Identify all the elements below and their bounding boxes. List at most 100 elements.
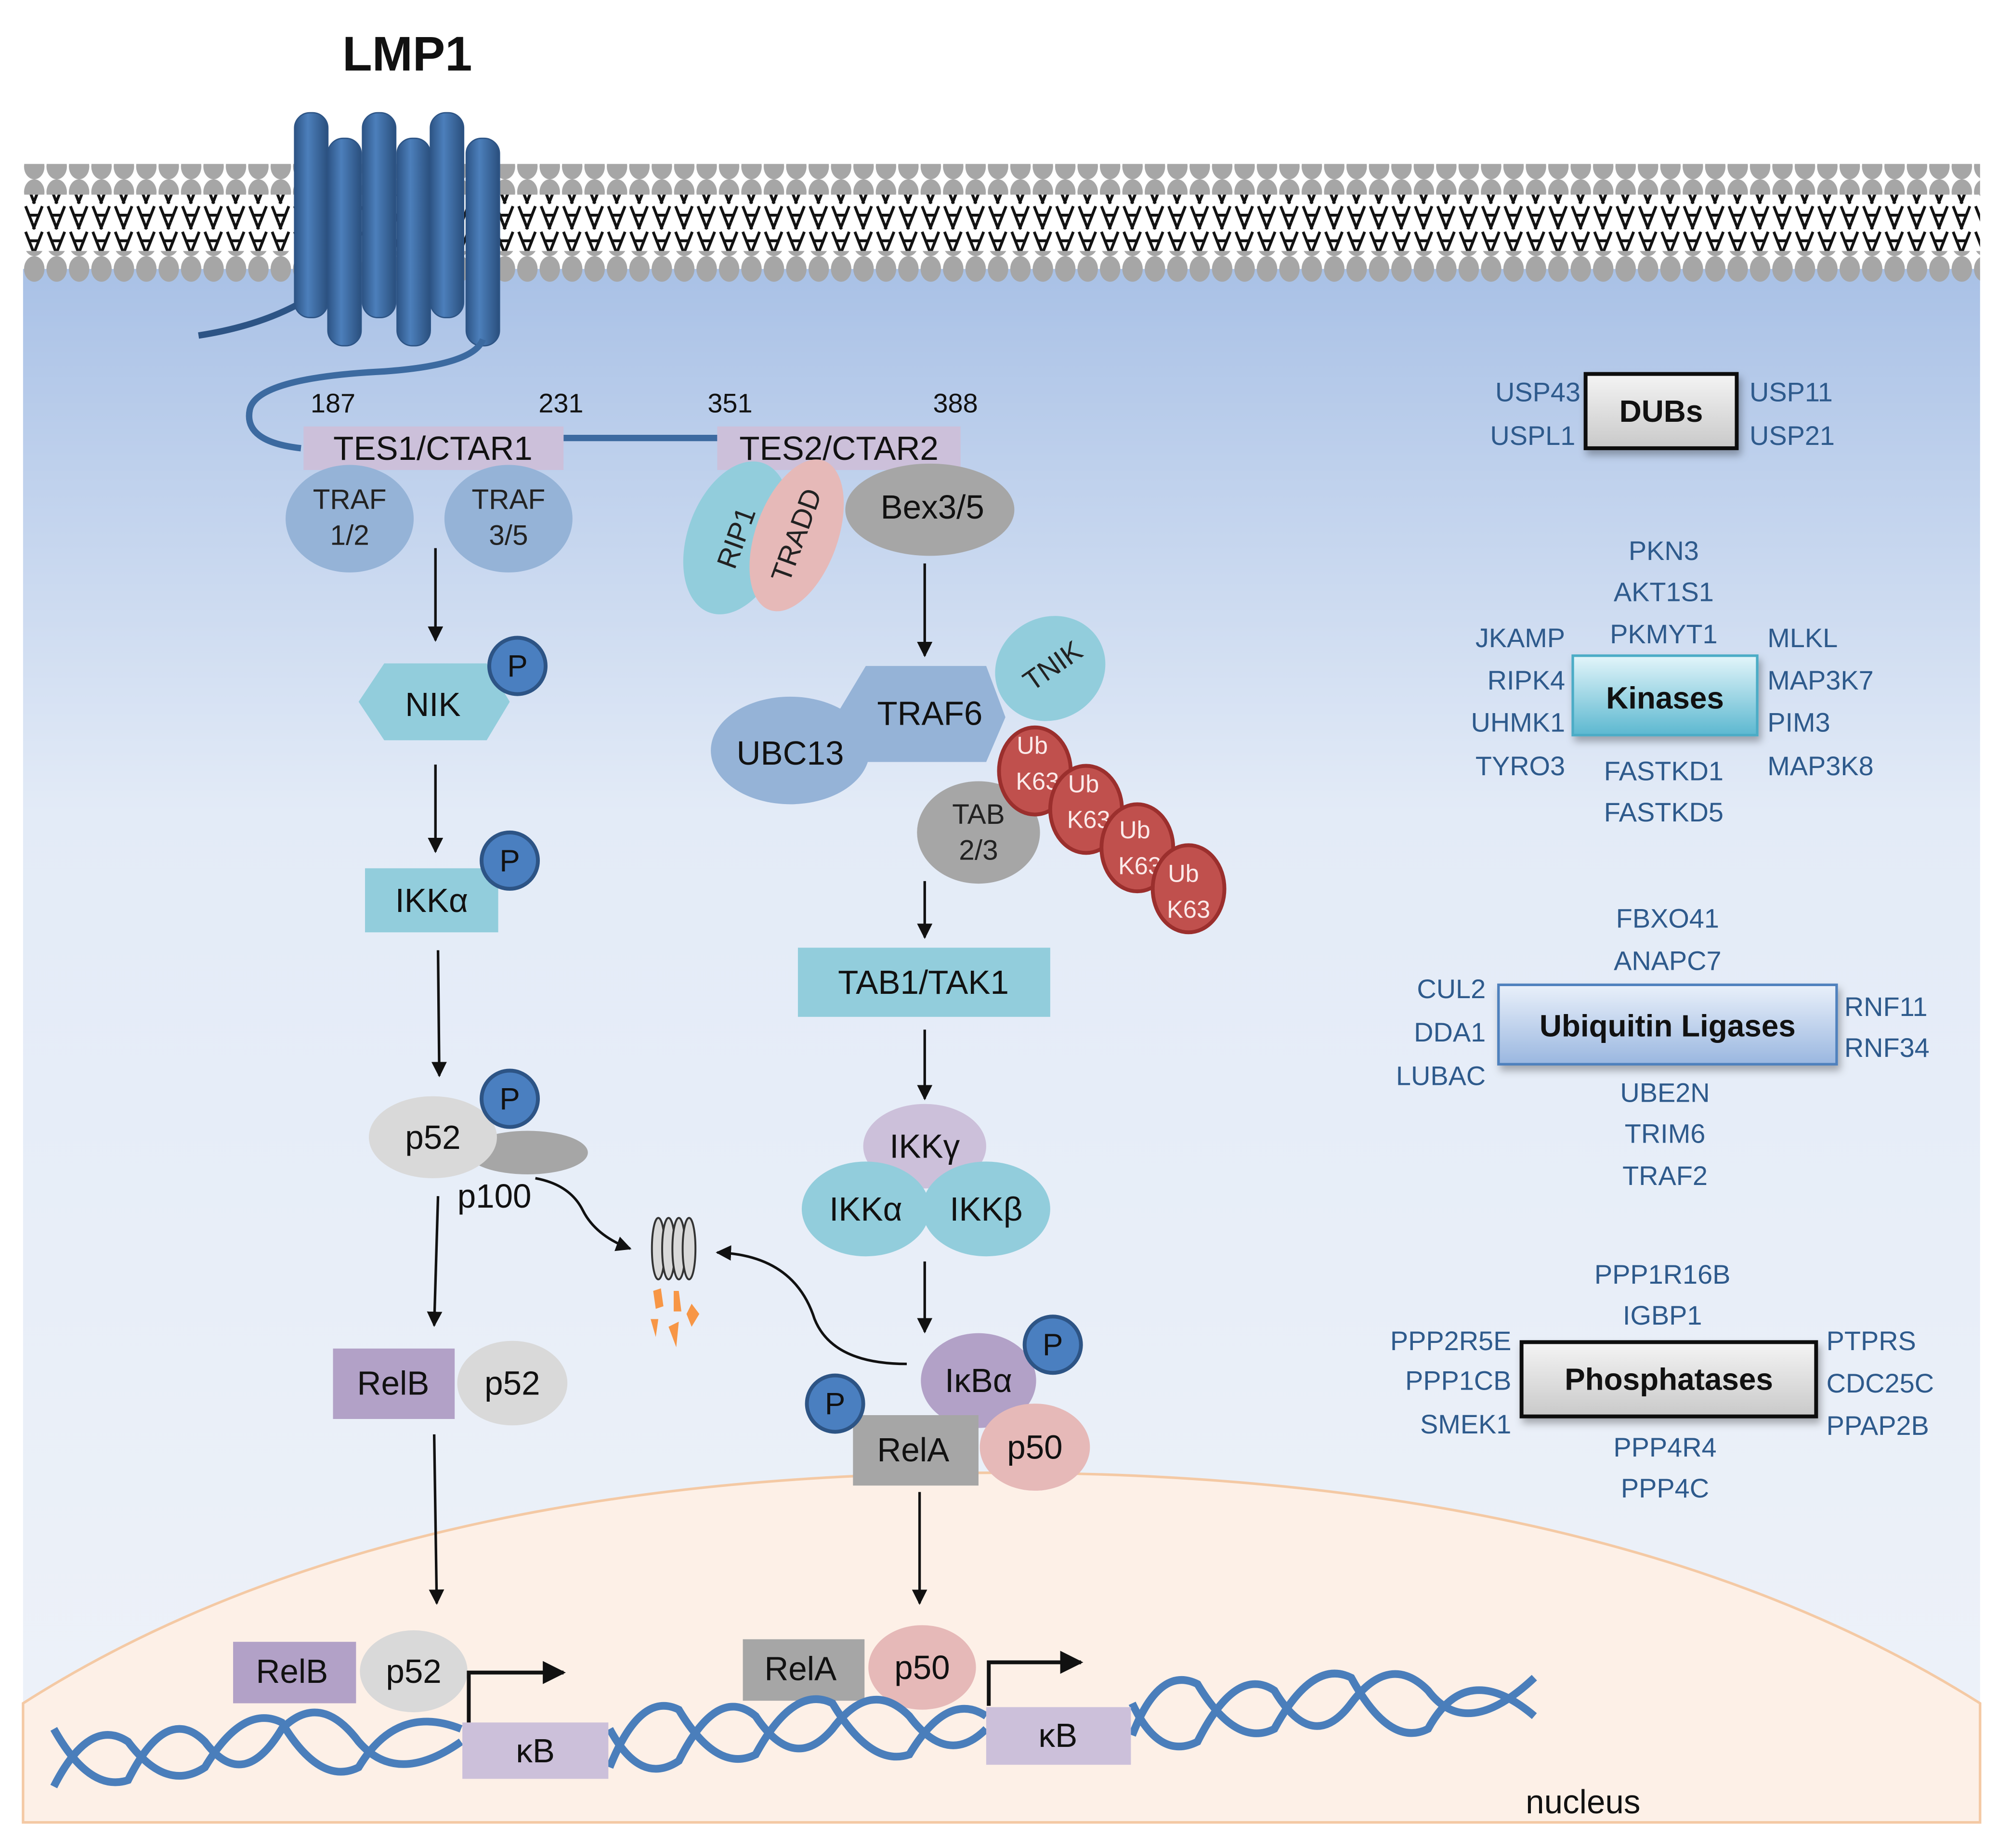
ikka-left-node	[365, 868, 498, 933]
traf6-label: TRAF6	[877, 694, 982, 732]
p52-label: p52	[484, 1365, 540, 1402]
ligases-gene: LUBAC	[1396, 1061, 1486, 1091]
arrow-relb-to-nucleus	[429, 1434, 444, 1605]
tes1-ctar1-label: TES1/CTAR1	[333, 429, 533, 467]
rela-node	[853, 1415, 979, 1486]
phospho-label: P	[825, 1386, 846, 1421]
arrow-ikka-to-p100	[431, 950, 447, 1078]
kinases-label: Kinases	[1606, 681, 1724, 716]
dubs-label: DUBs	[1619, 394, 1703, 429]
p50-node	[979, 1404, 1090, 1491]
traf6-node	[839, 666, 1006, 762]
relb-nuclear-node	[233, 1641, 356, 1704]
ligases-gene: ANAPC7	[1614, 945, 1721, 976]
phosphatases-gene: CDC25C	[1827, 1368, 1934, 1398]
ikba-label: IκBα	[945, 1362, 1012, 1399]
p50-nuclear-label: p50	[894, 1649, 950, 1686]
p52-nuclear-node	[360, 1630, 468, 1713]
ligases-gene: TRAF2	[1622, 1160, 1708, 1191]
kinases-gene: PKN3	[1629, 535, 1699, 566]
k63-ubiquitin-chain: Ub K63 Ub K63 Ub K63 Ub K63	[997, 725, 1227, 935]
phosphatases-gene: PPP2R5E	[1390, 1326, 1511, 1356]
tes1-ctar1-box	[303, 426, 564, 470]
tes2-end-residue: 388	[933, 388, 978, 418]
phospho-label: P	[499, 1081, 520, 1116]
ligases-gene: TRIM6	[1625, 1118, 1706, 1148]
tradd-node	[749, 459, 844, 612]
phosphatases-gene: PPP1CB	[1405, 1366, 1511, 1396]
phosphatases-gene: SMEK1	[1420, 1409, 1511, 1439]
dubs-gene: USP43	[1495, 377, 1580, 407]
ikka-left-label: IKKα	[395, 882, 468, 919]
traf12-node	[286, 465, 414, 573]
helix	[396, 137, 431, 347]
ub-label: Ub	[1168, 859, 1199, 887]
traf12-label-line2: 1/2	[330, 520, 369, 551]
dubs-gene: USP21	[1750, 420, 1835, 451]
tes1-end-residue: 231	[538, 388, 583, 418]
kinases-box	[1571, 654, 1759, 737]
tes1-start-residue: 187	[311, 388, 355, 418]
phosphatases-gene: PPP1R16B	[1594, 1259, 1730, 1289]
traf35-label-line1: TRAF	[472, 484, 546, 515]
nik-label: NIK	[405, 686, 460, 723]
phospho-badge: P	[480, 1068, 540, 1129]
lmp1-n-tail	[198, 302, 299, 339]
rela-nuclear-label: RelA	[764, 1650, 836, 1688]
kinases-gene: UHMK1	[1471, 707, 1565, 738]
helix	[294, 112, 329, 318]
tab23-label-line2: 2/3	[959, 835, 998, 866]
ligases-label: Ubiquitin Ligases	[1540, 1008, 1796, 1043]
kb-site-right-label: κB	[1038, 1717, 1077, 1754]
phosphatases-gene: PPP4R4	[1613, 1432, 1716, 1462]
phospho-label: P	[1043, 1327, 1063, 1362]
ikkb-label: IKKβ	[950, 1190, 1022, 1228]
tnik-node	[995, 616, 1106, 721]
category-kinases: PKN3 AKT1S1 PKMYT1 Kinases JKAMP RIPK4 U…	[1471, 535, 1874, 827]
relb-node	[333, 1348, 455, 1419]
lmp1-c-tail	[246, 338, 718, 452]
transcription-arrow-left	[467, 1661, 566, 1723]
ligases-gene: FBXO41	[1616, 903, 1719, 934]
ubc13-node	[711, 696, 870, 805]
proteasome-icon	[651, 1217, 697, 1281]
category-dubs: DUBs USP43 USPL1 USP11 USP21	[1490, 372, 1835, 451]
helix	[465, 137, 500, 347]
tab23-label-line1: TAB	[952, 799, 1005, 830]
helix	[362, 112, 397, 318]
phospho-label: P	[499, 843, 520, 878]
kb-site-right	[986, 1707, 1131, 1765]
p100-label: p100	[457, 1177, 532, 1215]
tes2-start-residue: 351	[707, 388, 752, 418]
p50-label: p50	[1007, 1429, 1062, 1466]
ikka-right-node	[801, 1161, 930, 1257]
ikkb-node	[922, 1161, 1050, 1257]
ub-label: Ub	[1017, 731, 1048, 759]
rela-nuclear-node	[743, 1639, 865, 1701]
p52-node	[457, 1340, 568, 1426]
tab1-tak1-label: TAB1/TAK1	[838, 963, 1009, 1001]
kinases-gene: PIM3	[1767, 707, 1830, 738]
traf12-label-line1: TRAF	[313, 484, 387, 515]
lmp1-transmembrane-protein	[198, 112, 718, 452]
phosphatases-gene: PTPRS	[1827, 1326, 1916, 1356]
phosphatases-label: Phosphatases	[1565, 1362, 1773, 1397]
phospho-badge: P	[480, 830, 540, 891]
phospho-label: P	[507, 649, 528, 683]
ubiquitin-bead: Ub K63	[1150, 843, 1227, 935]
kinases-gene: PKMYT1	[1610, 619, 1717, 649]
nik-node	[358, 663, 510, 741]
ub-label: Ub	[1119, 816, 1150, 844]
bex35-label: Bex3/5	[881, 488, 984, 526]
ligases-gene: DDA1	[1414, 1017, 1486, 1047]
category-ubiquitin-ligases: FBXO41 ANAPC7 Ubiquitin Ligases CUL2 DDA…	[1396, 903, 1930, 1191]
dubs-box	[1583, 372, 1739, 450]
kinases-gene: AKT1S1	[1614, 576, 1714, 607]
relb-nuclear-label: RelB	[256, 1653, 328, 1690]
dna-double-helix	[50, 1669, 1537, 1788]
phosphatases-gene: PPP4C	[1621, 1473, 1709, 1503]
ikkg-label: IKKγ	[889, 1127, 960, 1165]
ligases-gene: CUL2	[1417, 974, 1486, 1004]
category-phosphatases: PPP1R16B IGBP1 Phosphatases PPP2R5E PPP1…	[1390, 1259, 1934, 1503]
